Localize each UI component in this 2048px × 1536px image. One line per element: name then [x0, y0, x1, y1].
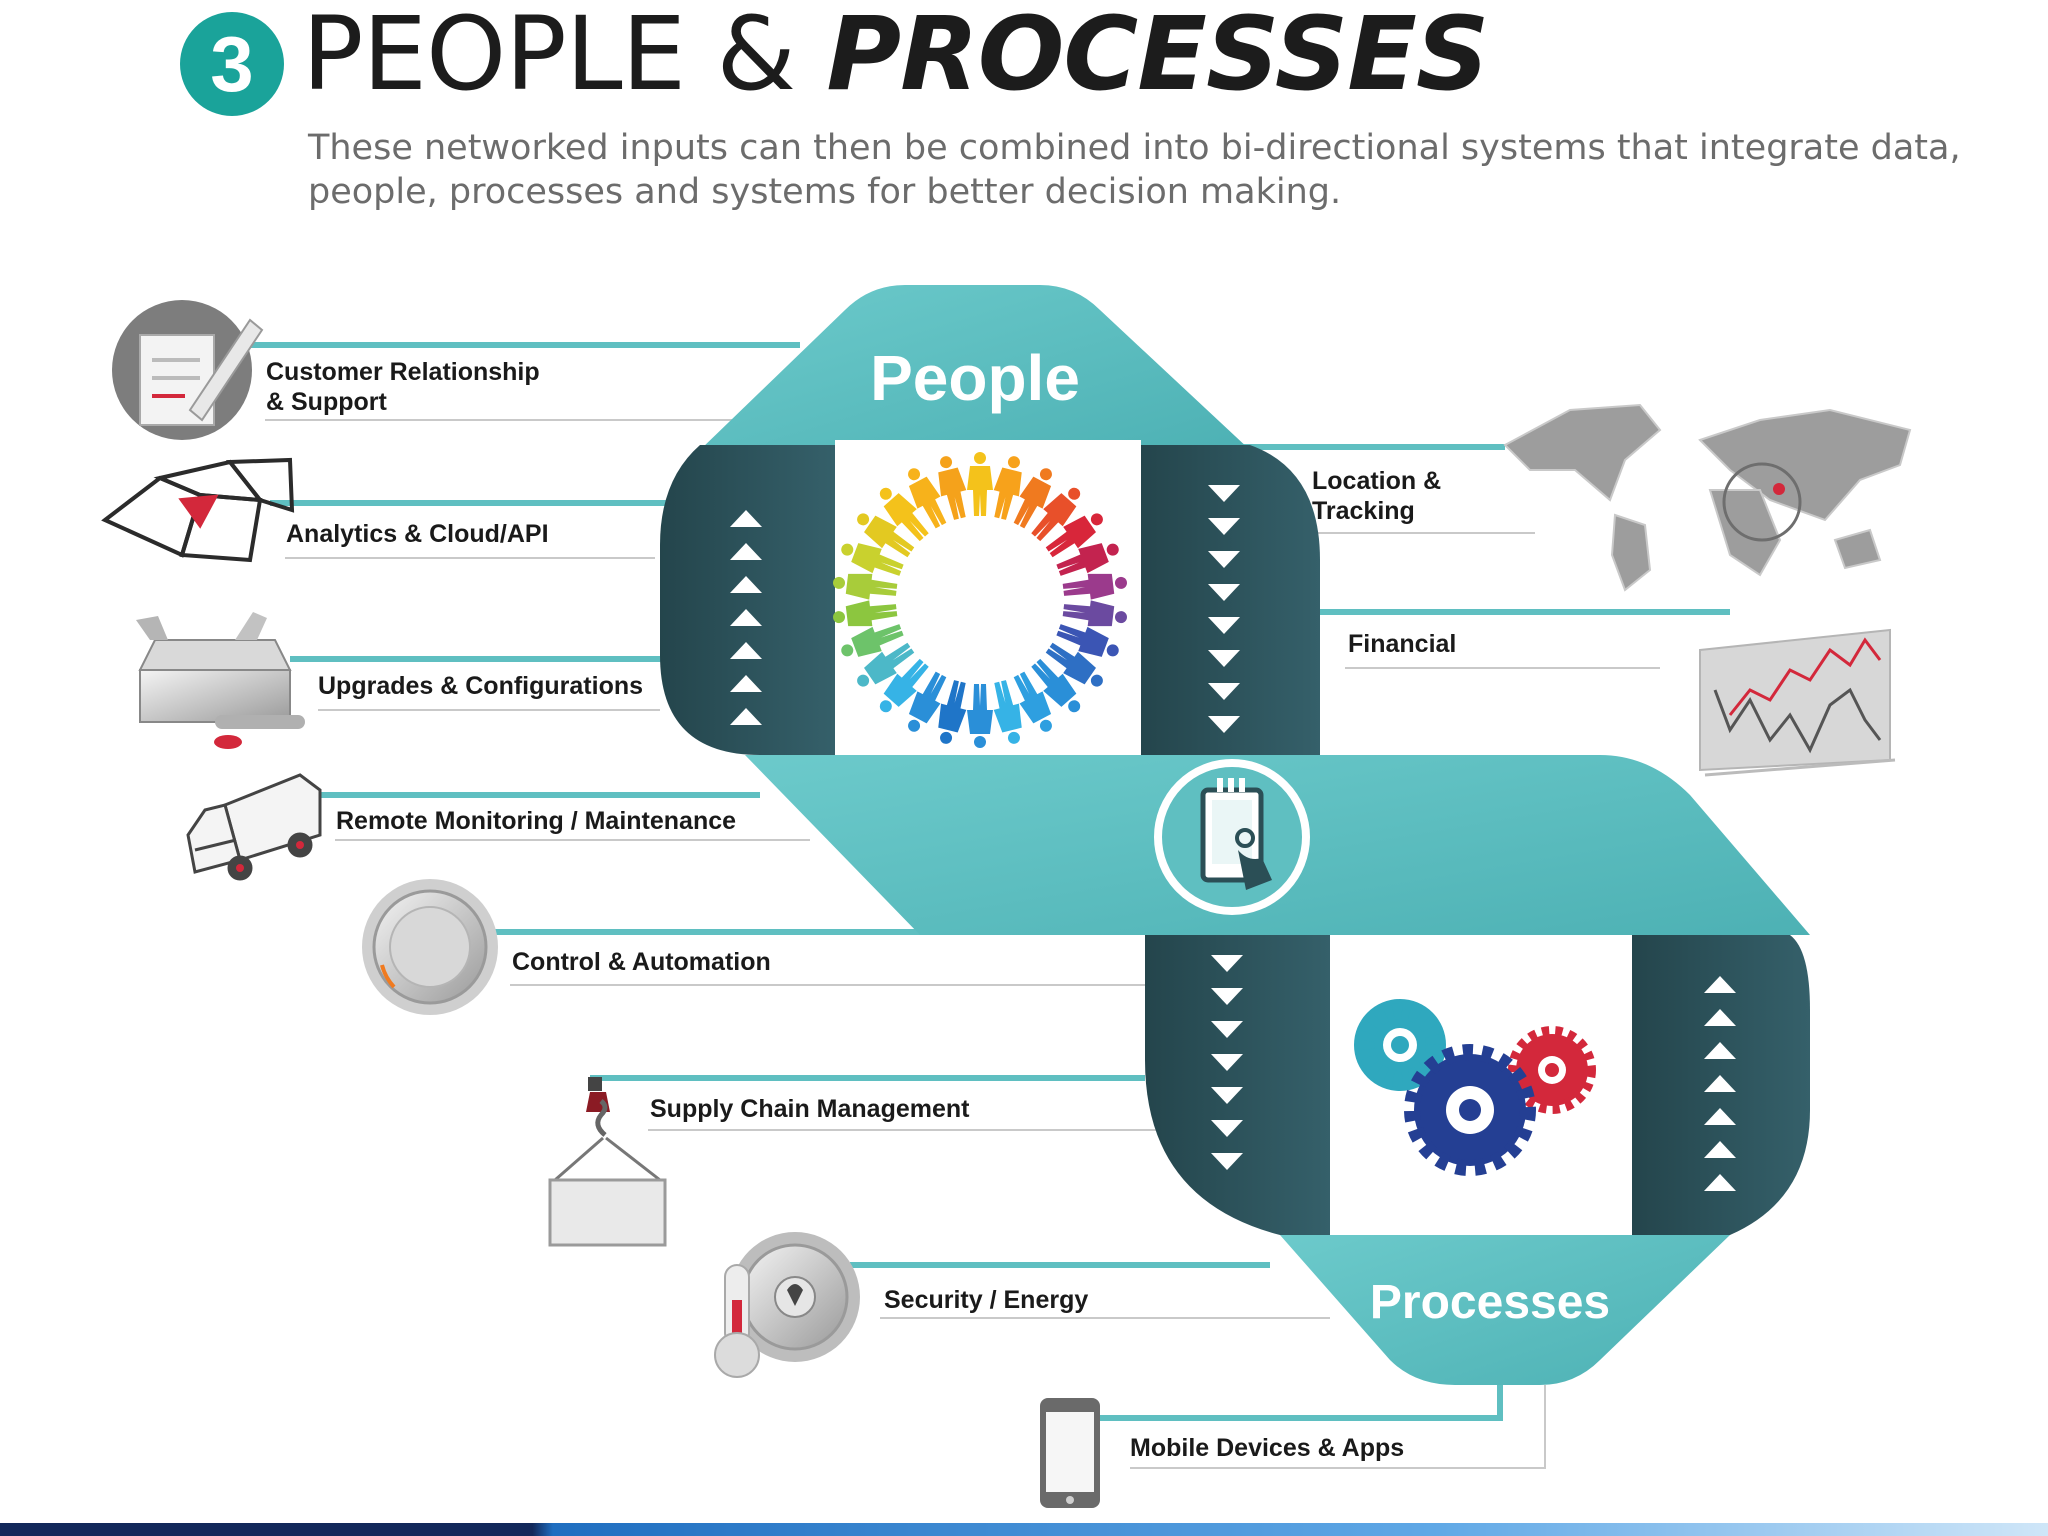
person-figure: [1056, 543, 1119, 576]
person-figure: [1031, 658, 1081, 713]
label-control-automation: Control & Automation: [512, 948, 771, 976]
person-figure: [967, 684, 993, 748]
label-location-tracking-line2: Tracking: [1312, 497, 1415, 525]
label-analytics-cloud: Analytics & Cloud/API: [286, 520, 549, 548]
label-location-tracking: Location &: [1312, 467, 1441, 495]
gear-blue: [1404, 1044, 1536, 1176]
label-security-energy: Security / Energy: [884, 1286, 1088, 1314]
person-figure: [967, 452, 993, 516]
ribbon-left-dark: [660, 445, 835, 755]
stock-chart-icon: [1699, 628, 1896, 777]
person-figure: [993, 680, 1022, 744]
person-figure: [1013, 468, 1052, 529]
header: 3 PEOPLE & PROCESSES These networked inp…: [0, 0, 2048, 230]
person-figure: [833, 573, 898, 600]
pen-document-icon: [112, 300, 264, 440]
ribbon-lower-left-dark: [1145, 935, 1330, 1235]
footer-bar: [0, 1523, 2048, 1536]
person-figure: [841, 624, 904, 657]
gear-red: [1508, 1026, 1596, 1114]
network-mesh-icon: [101, 457, 295, 563]
people-circle-icon: [833, 452, 1127, 748]
label-underlines: [265, 419, 1660, 1469]
person-figure: [1045, 513, 1103, 558]
safe-thermometer-icon: [714, 1232, 860, 1378]
person-figure: [857, 642, 915, 687]
crane-hook-icon: [548, 1077, 667, 1247]
person-figure: [1013, 671, 1052, 732]
gears-icon: [1354, 999, 1596, 1176]
label-customer-relationship: Customer Relationship: [266, 358, 540, 386]
person-figure: [938, 680, 967, 744]
label-supply-chain: Supply Chain Management: [650, 1095, 970, 1123]
person-figure: [857, 513, 915, 558]
truck-icon: [186, 773, 322, 881]
label-remote-monitoring: Remote Monitoring / Maintenance: [336, 807, 736, 835]
person-figure: [833, 600, 898, 627]
person-figure: [841, 543, 904, 576]
step-number-badge: 3: [180, 12, 284, 116]
person-figure: [908, 671, 947, 732]
ribbon-top-band: [700, 285, 1250, 450]
item-labels: Customer Relationship & Support Analytic…: [266, 358, 1456, 1462]
processes-label: Processes: [1370, 1276, 1610, 1329]
person-figure: [1062, 600, 1127, 627]
gear-teal: [1354, 999, 1446, 1091]
label-upgrades-configurations: Upgrades & Configurations: [318, 672, 643, 700]
tablet-touch-icon: [1154, 759, 1310, 915]
ribbon-bottom-band: [1280, 1235, 1730, 1385]
person-figure: [879, 487, 929, 542]
down-arrows-lower: [1211, 955, 1243, 1170]
people-label: People: [870, 342, 1080, 414]
label-financial: Financial: [1348, 630, 1456, 658]
label-customer-relationship-line2: & Support: [266, 388, 387, 416]
ribbon-right-dark: [1141, 445, 1320, 755]
dial-knob-icon: [362, 879, 498, 1015]
person-figure: [1031, 487, 1081, 542]
up-arrows-left: [730, 510, 762, 725]
subtitle-line: These networked inputs can then be combi…: [308, 128, 1961, 168]
title-plain: PEOPLE &: [302, 0, 827, 114]
person-figure: [879, 658, 929, 713]
smartphone-icon: [1040, 1398, 1100, 1508]
title-emphasis: PROCESSES: [826, 0, 1489, 114]
subtitle-line: people, processes and systems for better…: [308, 172, 1342, 212]
person-figure: [1056, 624, 1119, 657]
person-figure: [1062, 573, 1127, 600]
down-arrows-right: [1208, 485, 1240, 733]
toolbox-icon: [136, 612, 305, 749]
subtitle: These networked inputs can then be combi…: [308, 126, 1961, 214]
s-ribbon: People Processes: [660, 285, 1810, 1385]
page-title: PEOPLE & PROCESSES: [302, 0, 1489, 116]
person-figure: [993, 456, 1022, 520]
person-figure: [938, 456, 967, 520]
label-mobile-devices: Mobile Devices & Apps: [1130, 1434, 1404, 1462]
connector-lines: [250, 342, 1730, 1421]
person-figure: [1045, 642, 1103, 687]
person-figure: [908, 468, 947, 529]
world-map-icon: [1503, 403, 1912, 592]
up-arrows-lower-right: [1704, 976, 1736, 1191]
